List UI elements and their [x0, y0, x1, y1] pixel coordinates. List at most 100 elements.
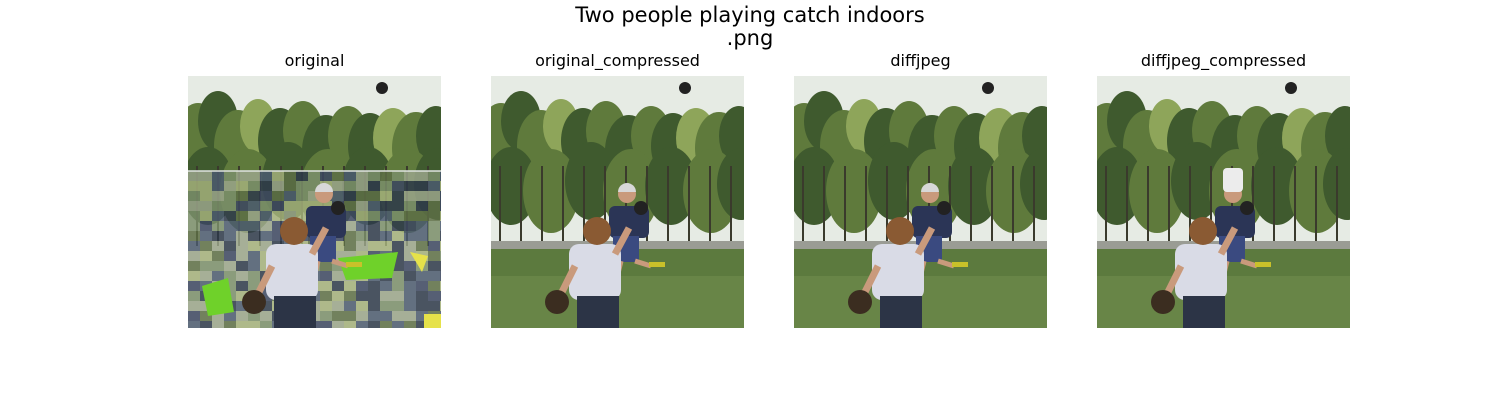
artifact-block	[284, 191, 296, 201]
tree-trunk	[730, 166, 732, 246]
artifact-block	[332, 271, 344, 281]
artifact-block	[200, 241, 212, 251]
boy-arm	[1217, 226, 1239, 256]
artifact-block	[392, 291, 404, 301]
artifact-block	[320, 291, 332, 301]
artifact-block	[224, 231, 236, 241]
tree-trunk	[970, 166, 972, 246]
tree-trunk	[1147, 166, 1149, 246]
artifact-block	[392, 181, 404, 191]
artifact-block	[260, 211, 272, 221]
artifact-block	[212, 231, 224, 241]
artifact-block	[380, 171, 392, 181]
artifact-block	[392, 301, 404, 311]
tree	[826, 149, 882, 233]
treeline	[1097, 91, 1350, 246]
artifact-block	[368, 291, 380, 301]
artifact-block	[344, 291, 356, 301]
artifact-block	[344, 171, 356, 181]
artifact-block	[404, 261, 416, 271]
artifact-block	[248, 251, 260, 261]
artifact-block	[260, 181, 272, 191]
artifact-block	[440, 191, 441, 201]
artifact-block	[332, 281, 344, 291]
boy-shirt	[569, 244, 621, 300]
artifact-block	[272, 211, 284, 221]
tree	[1129, 149, 1185, 233]
boy-arm	[1163, 264, 1185, 296]
artifact-block	[404, 321, 416, 328]
artifact-block	[416, 271, 428, 281]
artifact-block	[332, 171, 344, 181]
artifact-block	[404, 301, 416, 311]
boy-shorts	[577, 296, 619, 328]
artifact-block	[440, 291, 441, 301]
tree-trunk	[1189, 166, 1191, 246]
artifact-block	[440, 271, 441, 281]
man-hat	[1223, 168, 1243, 192]
artifact-block	[380, 231, 392, 241]
artifact-block	[236, 191, 248, 201]
artifact-block	[416, 221, 428, 231]
artifact-block	[344, 191, 356, 201]
artifact-block	[392, 321, 404, 328]
panel-image-original	[188, 76, 441, 328]
artifact-block	[236, 291, 248, 301]
tree-trunk	[667, 166, 669, 246]
artifact-block	[356, 221, 368, 231]
boy-head	[886, 217, 914, 245]
panel-title-diffjpeg: diffjpeg	[890, 51, 951, 70]
artifact-block	[368, 181, 380, 191]
artifact-block	[428, 171, 440, 181]
boy-arm	[308, 226, 330, 256]
tree-trunk	[865, 166, 867, 246]
artifact-block	[392, 171, 404, 181]
artifact-block	[380, 211, 392, 221]
artifact-block	[200, 251, 212, 261]
artifact-block	[212, 181, 224, 191]
artifact-block	[344, 301, 356, 311]
artifact-block	[368, 211, 380, 221]
artifact-block	[392, 191, 404, 201]
man-glove	[634, 201, 648, 215]
artifact-block	[392, 201, 404, 211]
tree-trunk	[520, 166, 522, 246]
artifact-block	[260, 201, 272, 211]
tree-trunk	[991, 166, 993, 246]
artifact-block	[380, 311, 392, 321]
tree-trunk	[1294, 166, 1296, 246]
artifact-block	[236, 251, 248, 261]
panel-title-diffjpeg-compressed: diffjpeg_compressed	[1140, 51, 1307, 70]
artifact-block	[188, 231, 200, 241]
artifact-block	[200, 271, 212, 281]
artifact-block	[332, 181, 344, 191]
panel-image-diffjpeg	[794, 76, 1047, 328]
tree-trunk	[583, 166, 585, 246]
artifact-block	[224, 181, 236, 191]
artifact-block	[392, 251, 404, 261]
artifact-block	[416, 211, 428, 221]
artifact-block	[440, 301, 441, 311]
artifact-block	[332, 241, 344, 251]
artifact-block	[440, 241, 441, 251]
panel-image-diffjpeg-compressed	[1097, 76, 1350, 328]
artifact-block	[188, 281, 200, 291]
artifact-block	[200, 311, 212, 321]
artifact-block	[332, 321, 344, 328]
artifact-block	[272, 191, 284, 201]
artifact-block	[416, 291, 428, 301]
scene-photo	[491, 76, 744, 328]
artifact-block	[200, 231, 212, 241]
glitch-artifacts	[188, 170, 441, 328]
artifact-block	[428, 281, 440, 291]
artifact-block	[356, 281, 368, 291]
artifact-block	[260, 291, 272, 301]
ball	[982, 82, 994, 94]
artifact-block	[320, 281, 332, 291]
artifact-block	[188, 191, 200, 201]
artifact-block	[236, 231, 248, 241]
artifact-block	[344, 201, 356, 211]
artifact-block	[368, 221, 380, 231]
treeline	[794, 91, 1047, 246]
artifact-block	[404, 271, 416, 281]
